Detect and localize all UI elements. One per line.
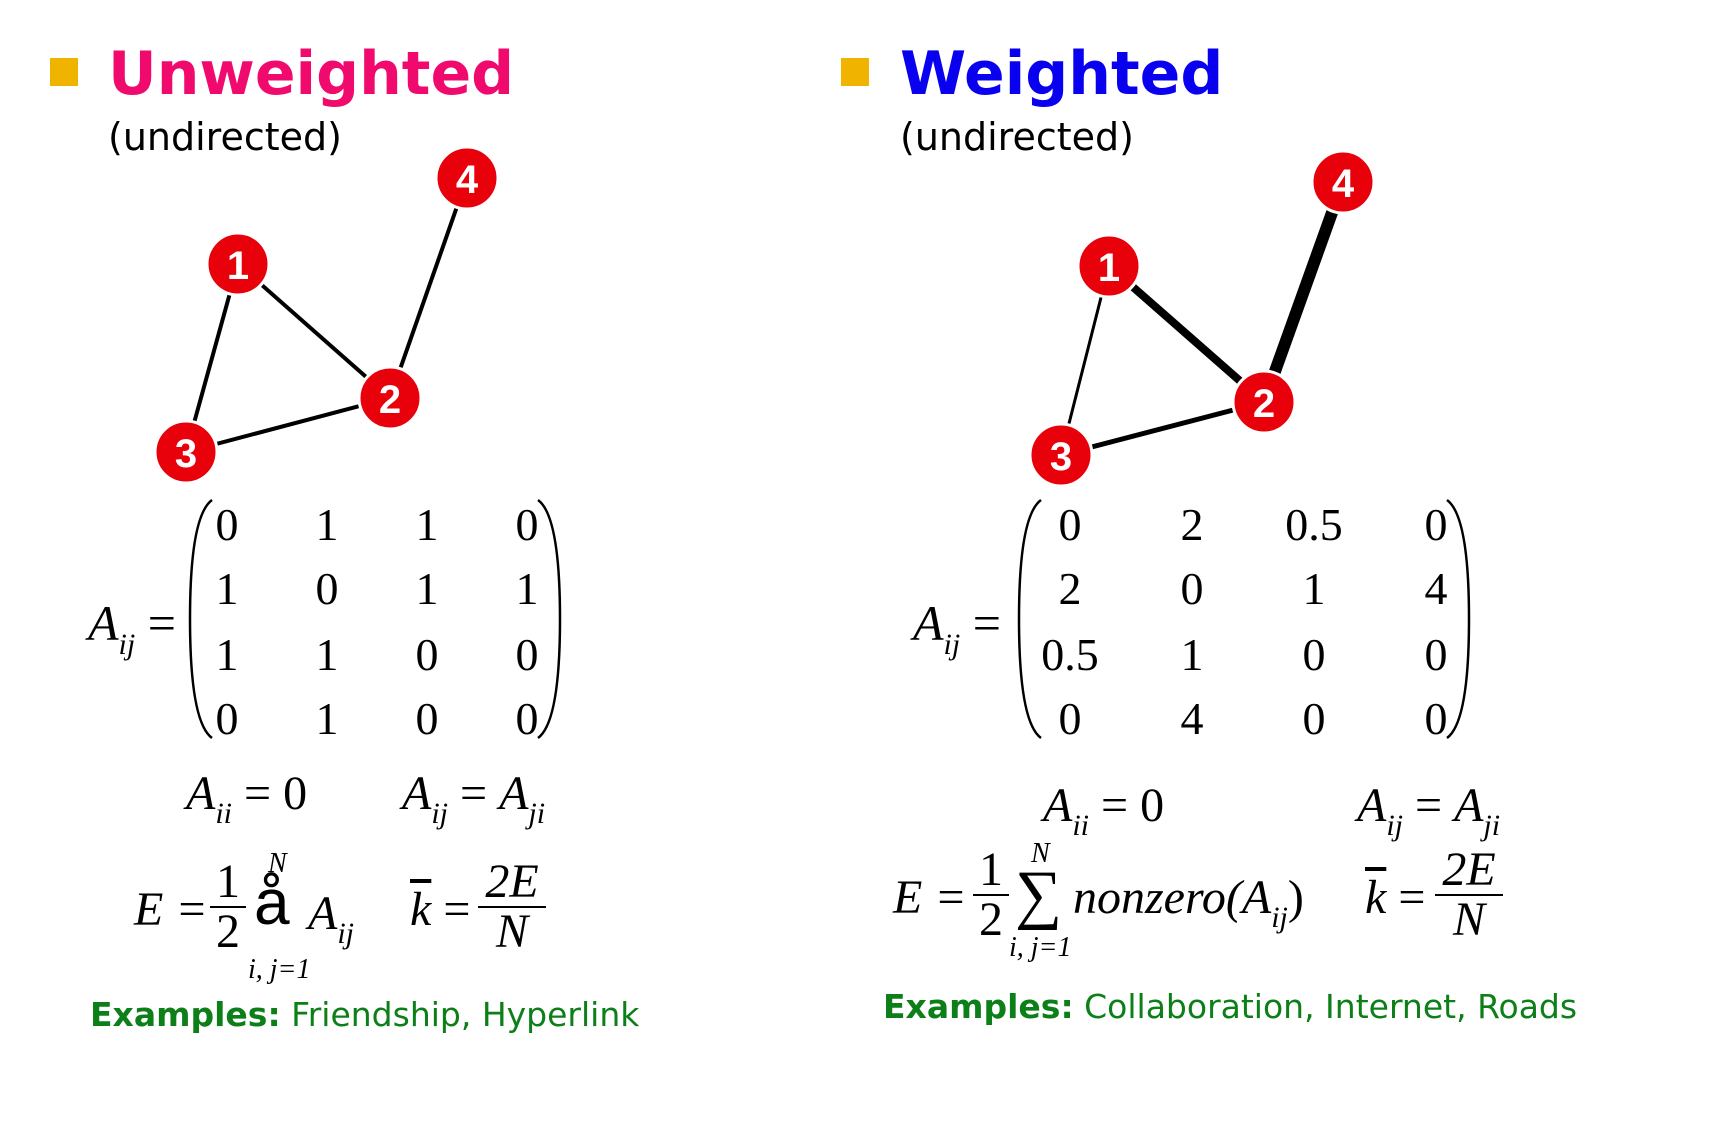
edge-1-2 <box>236 262 392 400</box>
graph-node-3: 3 <box>153 419 219 485</box>
matrix-cell: 0 <box>215 499 239 550</box>
weighted-graph: 1 2 3 4 <box>1028 149 1376 488</box>
matrix-cell: 0 <box>515 499 539 550</box>
node-label-1: 1 <box>227 244 249 288</box>
matrix-cell: 1 <box>1302 563 1326 614</box>
avg-degree-fraction: 2E N <box>478 858 546 956</box>
sum-upper-limit: N <box>268 848 287 879</box>
unweighted-graph: 1 2 3 4 <box>153 145 500 485</box>
matrix-cell: 0 <box>415 629 439 680</box>
weighted-title: Weighted <box>900 39 1224 109</box>
node-label-2: 2 <box>379 378 401 422</box>
graph-node-1: 1 <box>1076 233 1142 299</box>
matrix-cell: 1 <box>415 563 439 614</box>
matrix-cell: 1 <box>1180 629 1204 680</box>
graph-node-4: 4 <box>434 145 500 211</box>
matrix-cell: 0 <box>515 693 539 744</box>
unweighted-subtitle: (undirected) <box>108 115 342 159</box>
matrix-cell: 0.5 <box>1285 499 1343 550</box>
edge-2-4 <box>388 177 469 399</box>
symmetry-equation: Aij = Aji <box>1357 779 1501 842</box>
matrix-cell: 0 <box>1424 693 1448 744</box>
sum-upper-limit: N <box>1031 838 1050 869</box>
half-fraction: 1 2 <box>973 846 1009 944</box>
adjacency-label: Aij = <box>913 595 1001 661</box>
matrix-cell: 1 <box>315 629 339 680</box>
matrix-cell: 0 <box>1180 563 1204 614</box>
sum-lower-limit: i, j=1 <box>248 954 311 985</box>
matrix-cell: 1 <box>215 563 239 614</box>
matrix-right-paren <box>1446 498 1471 740</box>
matrix-cell: 0 <box>215 693 239 744</box>
sum-term: Aij <box>308 887 354 950</box>
graph-node-2: 2 <box>1231 369 1297 435</box>
node-label-3: 3 <box>1050 435 1072 479</box>
matrix-cell: 1 <box>315 499 339 550</box>
matrix-cell: 0 <box>1424 499 1448 550</box>
matrix-cell: 1 <box>415 499 439 550</box>
edge-count-lhs: E = <box>893 871 967 924</box>
avg-degree-lhs: k = <box>1365 871 1426 924</box>
avg-degree-lhs: k = <box>410 883 471 936</box>
node-label-1: 1 <box>1098 246 1120 290</box>
matrix-left-paren <box>1017 498 1042 740</box>
matrix-cell: 4 <box>1424 563 1448 614</box>
node-label-2: 2 <box>1253 382 1275 426</box>
avg-degree-fraction: 2E N <box>1435 846 1503 944</box>
edge-count-lhs: E = <box>134 883 208 936</box>
diagonal-zero-equation: Aii = 0 <box>1043 779 1165 842</box>
bullet-square-icon <box>50 58 78 86</box>
matrix-cell: 0 <box>415 693 439 744</box>
matrix-left-paren <box>188 498 213 740</box>
diagonal-zero-equation: Aii = 0 <box>186 767 308 830</box>
matrix-cell: 0 <box>1058 693 1082 744</box>
matrix-cell: 0 <box>1302 693 1326 744</box>
matrix-cell: 1 <box>315 693 339 744</box>
matrix-cell: 4 <box>1180 693 1204 744</box>
matrix-cell: 2 <box>1058 563 1082 614</box>
edge-3-2 <box>1060 399 1265 458</box>
graph-node-2: 2 <box>357 365 423 431</box>
edge-1-3 <box>184 263 240 453</box>
matrix-cell: 2 <box>1180 499 1204 550</box>
matrix-cell: 0.5 <box>1041 629 1099 680</box>
node-label-4: 4 <box>456 158 479 202</box>
sum-symbol: ∑ <box>1015 858 1063 931</box>
matrix-right-paren <box>537 498 562 740</box>
graph-node-3: 3 <box>1028 422 1094 488</box>
sum-lower-limit: i, j=1 <box>1009 932 1072 963</box>
unweighted-panel: Unweighted (undirected) 1 2 3 4 Aij = <box>50 39 640 1034</box>
graph-node-1: 1 <box>205 231 271 297</box>
sum-symbol: å <box>254 866 290 938</box>
half-fraction: 1 2 <box>210 858 246 956</box>
matrix-cell: 1 <box>215 629 239 680</box>
matrix-cell: 0 <box>1058 499 1082 550</box>
adjacency-label: Aij = <box>88 595 176 661</box>
sum-term: nonzero(Aij) <box>1073 871 1304 934</box>
bullet-square-icon <box>841 58 869 86</box>
edge-1-2 <box>1106 262 1267 406</box>
edge-3-2 <box>185 396 391 454</box>
matrix-cell: 0 <box>1302 629 1326 680</box>
matrix-cell: 0 <box>1424 629 1448 680</box>
symmetry-equation: Aij = Aji <box>402 767 546 830</box>
matrix-cell: 0 <box>515 629 539 680</box>
graph-node-4: 4 <box>1310 149 1376 215</box>
weighted-panel: Weighted (undirected) 1 2 3 4 Aij = 0 <box>841 0 1726 1134</box>
unweighted-title: Unweighted <box>108 39 515 109</box>
node-label-3: 3 <box>175 432 197 476</box>
node-label-4: 4 <box>1332 162 1355 206</box>
unweighted-examples: Examples: Friendship, Hyperlink <box>90 995 640 1034</box>
weighted-subtitle: (undirected) <box>900 115 1134 159</box>
weighted-examples: Examples: Collaboration, Internet, Roads <box>883 987 1578 1026</box>
edge-2-4 <box>1258 179 1349 405</box>
matrix-cell: 0 <box>315 563 339 614</box>
matrix-cell: 1 <box>515 563 539 614</box>
